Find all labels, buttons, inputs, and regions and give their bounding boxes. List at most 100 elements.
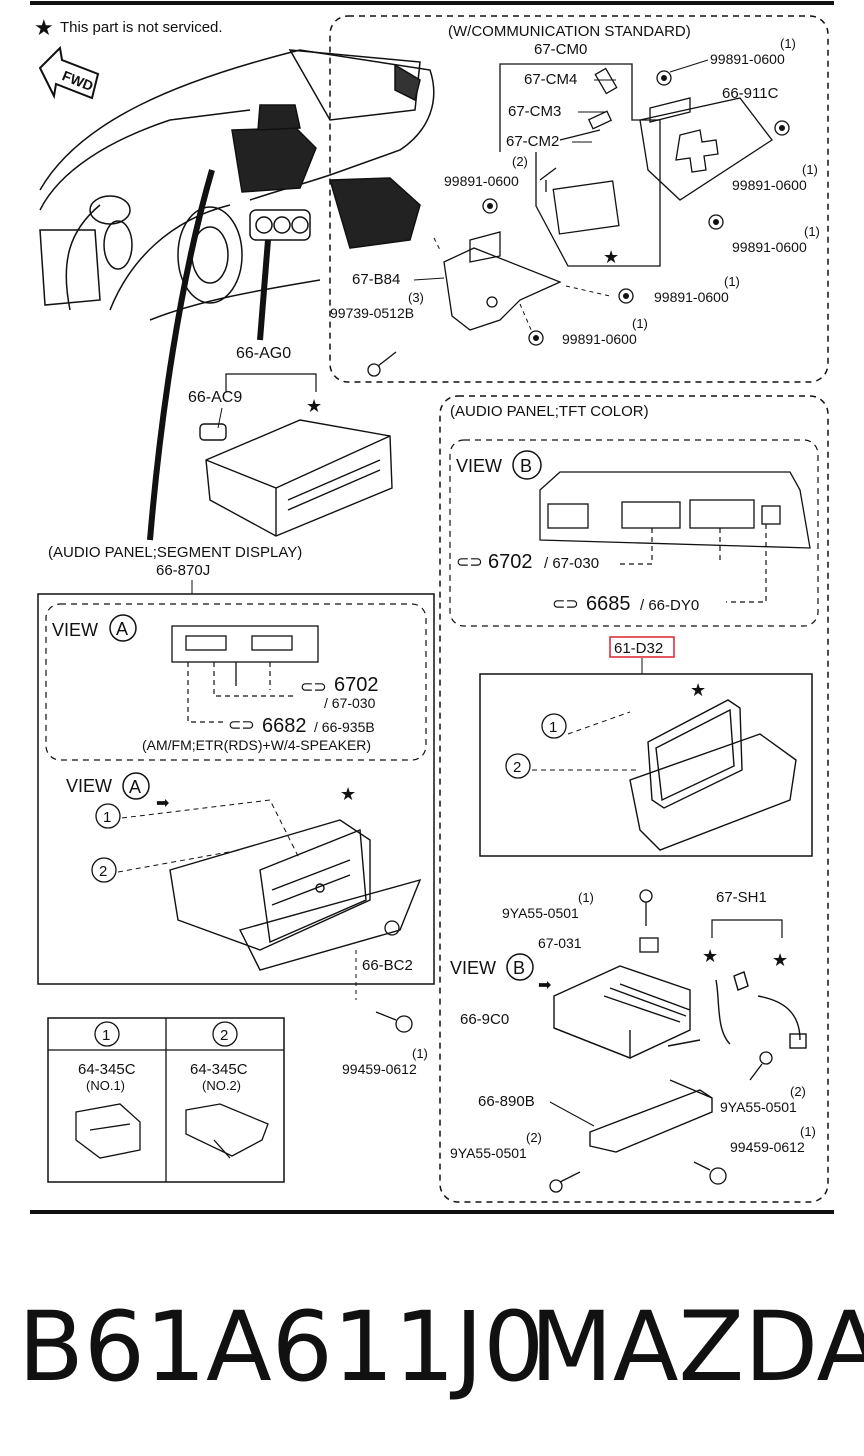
nut-icon xyxy=(708,214,724,230)
label-9ya55-b: 9YA55-0501 xyxy=(720,1099,797,1115)
view-a2-letter: A xyxy=(129,777,141,797)
qty-1-c: (1) xyxy=(804,224,820,239)
label-61-d32: 61-D32 xyxy=(614,640,663,657)
brand-name: MAZDA xyxy=(530,1291,864,1403)
footer: B61A611J0 MAZDA xyxy=(0,1282,864,1412)
star-icon: ★ xyxy=(702,946,718,966)
label-67-031: 67-031 xyxy=(538,935,582,951)
highlight-box xyxy=(609,636,675,658)
comm-standard-frame xyxy=(329,15,829,383)
qty-2-a: (2) xyxy=(512,154,528,169)
view-a-letter: A xyxy=(116,619,128,639)
qty-1-a: (1) xyxy=(780,36,796,51)
connector-icon: ⊂⊃ xyxy=(300,679,327,696)
harness-sketch xyxy=(667,971,807,1049)
clip-no1-sketch xyxy=(75,1103,141,1159)
radio-unit-sketch xyxy=(199,419,393,537)
connector-icon: ⊂⊃ xyxy=(552,596,579,613)
label-66-9c0: 66-9C0 xyxy=(460,1011,509,1028)
star-icon: ★ xyxy=(603,247,619,267)
label-6682: 6682 xyxy=(262,715,307,737)
view-b2-letter: B xyxy=(513,958,525,978)
qty-1-f: (1) xyxy=(412,1046,428,1061)
qty-1-h: (1) xyxy=(800,1124,816,1139)
view-b-letter: B xyxy=(520,456,532,476)
num-2-b: 2 xyxy=(513,759,521,776)
qty-3: (3) xyxy=(408,290,424,305)
label-6702-a: 6702 xyxy=(334,674,379,696)
label-tag-icon xyxy=(639,937,659,953)
clip-no2-sketch xyxy=(185,1103,269,1159)
label-66-ac9: 66-AC9 xyxy=(188,389,242,406)
label-67-cm2: 67-CM2 xyxy=(506,133,559,150)
label-99739-0512b: 99739-0512B xyxy=(330,305,414,321)
label-67-sh1: 67-SH1 xyxy=(716,889,767,906)
seg-display-label: (AUDIO PANEL;SEGMENT DISPLAY) xyxy=(48,544,302,561)
nut-icon xyxy=(482,198,498,214)
screw-icon xyxy=(639,889,653,926)
num-1-a: 1 xyxy=(103,809,111,826)
label-99891-a: 99891-0600 xyxy=(710,51,785,67)
screw-icon xyxy=(749,1051,773,1081)
label-99891-e: 99891-0600 xyxy=(654,289,729,305)
star-icon: ★ xyxy=(340,784,356,804)
label-6702-b: 6702 xyxy=(488,551,533,573)
connector-icon: ⊂⊃ xyxy=(456,554,483,571)
dashboard-illustration xyxy=(39,49,435,321)
part-number: B61A611J0 xyxy=(18,1291,545,1403)
connector-icon: ⊂⊃ xyxy=(228,717,255,734)
label-66-890b: 66-890B xyxy=(478,1093,535,1110)
label-67-030-b: / 67-030 xyxy=(544,555,599,572)
legend-num-2: 2 xyxy=(220,1027,228,1044)
label-66-bc2: 66-BC2 xyxy=(362,957,413,974)
label-99891-f: 99891-0600 xyxy=(562,331,637,347)
label-67-030-a: / 67-030 xyxy=(324,695,376,711)
legend-table xyxy=(47,1017,285,1183)
num-1-b: 1 xyxy=(549,719,557,736)
comm-standard-label: (W/COMMUNICATION STANDARD) xyxy=(448,23,691,40)
leader-thick-2 xyxy=(257,239,271,341)
label-6685: 6685 xyxy=(586,593,631,615)
nut-icon xyxy=(774,120,790,136)
num-2-a: 2 xyxy=(99,863,107,880)
label-66-ag0: 66-AG0 xyxy=(236,345,291,362)
star-icon: ★ xyxy=(690,680,706,700)
label-67-b84: 67-B84 xyxy=(352,271,400,288)
tft-display-sketch xyxy=(629,699,797,851)
bracket-sketch xyxy=(639,97,773,201)
fwd-arrow-icon: FWD xyxy=(38,45,100,100)
view-a2-label: VIEW xyxy=(66,776,112,796)
qty-2-c: (2) xyxy=(526,1130,542,1145)
tft-color-label: (AUDIO PANEL;TFT COLOR) xyxy=(450,403,649,420)
nut-icon xyxy=(384,920,400,936)
label-66-dy0: / 66-DY0 xyxy=(640,597,699,614)
view-arrow-icon: ➡ xyxy=(156,795,169,812)
qty-2-b: (2) xyxy=(790,1084,806,1099)
label-67-cm4: 67-CM4 xyxy=(524,71,577,88)
label-66-911c: 66-911C xyxy=(722,85,779,102)
star-icon: ★ xyxy=(34,15,54,40)
legend-sub-2: (NO.2) xyxy=(202,1078,241,1093)
view-a-label: VIEW xyxy=(52,620,98,640)
view-arrow-icon: ➡ xyxy=(538,977,551,994)
screw-icon xyxy=(549,1171,581,1193)
view-b-label: VIEW xyxy=(456,456,502,476)
display-frame xyxy=(479,673,813,857)
label-67-cm0: 67-CM0 xyxy=(534,41,587,58)
star-icon: ★ xyxy=(772,950,788,970)
not-serviced-note: This part is not serviced. xyxy=(60,19,223,36)
screw-icon xyxy=(367,351,397,377)
seg-display-frame xyxy=(37,593,435,985)
qty-1-d: (1) xyxy=(724,274,740,289)
legend-part-1: 64-345C xyxy=(78,1061,136,1078)
label-99891-d: 99891-0600 xyxy=(444,173,519,189)
bracket-b84-sketch xyxy=(443,231,562,331)
amplifier-sketch xyxy=(553,965,691,1060)
label-99891-c: 99891-0600 xyxy=(732,239,807,255)
connector-board-sketch xyxy=(171,625,319,686)
segment-panel-sketch xyxy=(169,819,422,971)
qty-1-e: (1) xyxy=(632,316,648,331)
leader-thick-1 xyxy=(147,169,215,541)
label-9ya55-a: 9YA55-0501 xyxy=(502,905,579,921)
